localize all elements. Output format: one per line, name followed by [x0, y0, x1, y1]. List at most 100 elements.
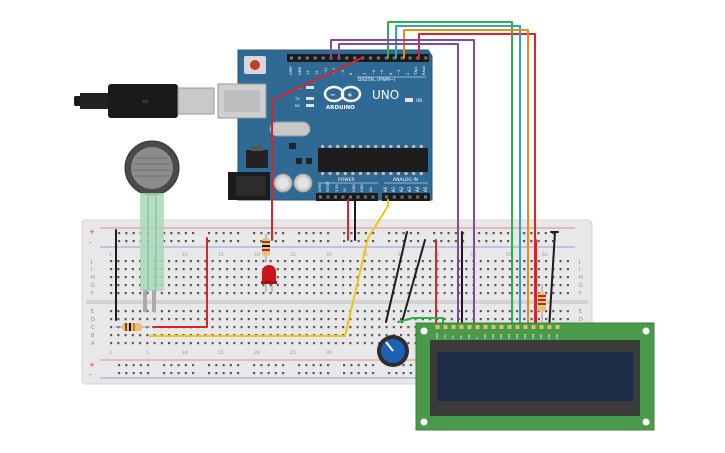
breadboard-hole — [407, 268, 410, 271]
breadboard-rail-hole — [184, 240, 187, 243]
breadboard-hole — [349, 268, 352, 271]
breadboard-hole — [189, 260, 192, 263]
breadboard-hole — [146, 318, 149, 321]
breadboard-hole — [501, 310, 504, 313]
breadboard-hole — [342, 268, 345, 271]
breadboard-hole — [284, 310, 287, 313]
breadboard-hole — [189, 268, 192, 271]
led-rx-label: RX — [295, 104, 300, 108]
header-pin-hole — [313, 56, 317, 60]
pin-label: IOREF — [318, 182, 322, 192]
breadboard-hole — [269, 260, 272, 263]
breadboard-hole — [124, 334, 127, 337]
lcd-pin-label: DB6 — [531, 333, 535, 339]
breadboard-hole — [356, 326, 359, 329]
breadboard-rail-hole — [163, 240, 166, 243]
arduino-model-text: UNO — [372, 88, 399, 102]
breadboard-hole — [327, 318, 330, 321]
breadboard-hole — [247, 342, 250, 345]
breadboard-rail-hole — [260, 240, 263, 243]
breadboard-rail-hole — [305, 240, 308, 243]
pin-label: GND — [352, 184, 356, 192]
breadboard-rail-hole — [237, 372, 240, 375]
breadboard-hole — [313, 260, 316, 263]
breadboard-rail-hole — [118, 232, 121, 235]
breadboard-hole — [552, 276, 555, 279]
breadboard-rail-hole — [305, 372, 308, 375]
breadboard-hole — [313, 326, 316, 329]
breadboard-hole — [269, 292, 272, 295]
breadboard-hole — [508, 284, 511, 287]
breadboard-hole — [255, 260, 258, 263]
breadboard-hole — [356, 260, 359, 263]
breadboard-hole — [204, 276, 207, 279]
breadboard-hole — [153, 342, 156, 345]
breadboard-rail-hole — [267, 232, 270, 235]
row-letter: B — [91, 333, 95, 339]
breadboard-hole — [516, 276, 519, 279]
breadboard-hole — [523, 284, 526, 287]
breadboard-hole — [508, 260, 511, 263]
breadboard-hole — [436, 284, 439, 287]
row-letter: J — [90, 259, 92, 265]
breadboard-hole — [443, 310, 446, 313]
breadboard-hole — [255, 342, 258, 345]
breadboard-rail-hole — [170, 372, 173, 375]
column-number: 50 — [470, 252, 476, 258]
breadboard-rail-hole — [388, 232, 391, 235]
breadboard-hole — [508, 268, 511, 271]
breadboard-hole — [262, 284, 265, 287]
potentiometer-indicator — [385, 341, 394, 352]
breadboard-hole — [363, 292, 366, 295]
pin-label: 7 — [363, 73, 367, 75]
breadboard-hole — [400, 334, 403, 337]
breadboard-hole — [284, 342, 287, 345]
row-letter: I — [91, 267, 92, 273]
breadboard-hole — [421, 268, 424, 271]
breadboard-rail-hole — [274, 364, 277, 367]
breadboard-hole — [566, 276, 569, 279]
breadboard-hole — [363, 260, 366, 263]
breadboard-hole — [204, 284, 207, 287]
breadboard-rail-hole — [177, 372, 180, 375]
rail-plus-label-bottom: + — [89, 361, 95, 369]
breadboard-hole — [342, 284, 345, 287]
wire-red — [418, 33, 536, 331]
pin-label: A2 — [399, 186, 404, 192]
breadboard-hole — [189, 342, 192, 345]
breadboard-hole — [175, 276, 178, 279]
breadboard-hole — [559, 310, 562, 313]
breadboard-hole — [363, 342, 366, 345]
breadboard-hole — [189, 310, 192, 313]
chip-leg — [389, 145, 393, 148]
breadboard-hole — [523, 292, 526, 295]
breadboard-hole — [429, 318, 432, 321]
breadboard-hole — [421, 310, 424, 313]
breadboard-hole — [479, 276, 482, 279]
breadboard-hole — [291, 284, 294, 287]
red-led — [261, 265, 277, 292]
breadboard-hole — [160, 310, 163, 313]
breadboard-hole — [320, 326, 323, 329]
breadboard-hole — [465, 268, 468, 271]
row-letter: I — [579, 267, 580, 273]
breadboard-hole — [197, 310, 200, 313]
crystal-oscillator — [269, 121, 311, 137]
row-letter: C — [91, 325, 95, 331]
breadboard-hole — [559, 276, 562, 279]
breadboard-hole — [175, 342, 178, 345]
breadboard-hole — [305, 326, 308, 329]
breadboard-rail-hole — [357, 364, 360, 367]
breadboard-hole — [566, 292, 569, 295]
breadboard-hole — [378, 326, 381, 329]
breadboard-rail-hole — [177, 240, 180, 243]
lcd-pin-label: DB5 — [523, 333, 527, 339]
breadboard-hole — [385, 276, 388, 279]
column-number: 15 — [218, 350, 224, 356]
breadboard-hole — [117, 334, 120, 337]
breadboard-hole — [204, 310, 207, 313]
breadboard-hole — [320, 276, 323, 279]
breadboard-hole — [218, 310, 221, 313]
breadboard-rail-hole — [222, 364, 225, 367]
breadboard-rail-hole — [357, 232, 360, 235]
